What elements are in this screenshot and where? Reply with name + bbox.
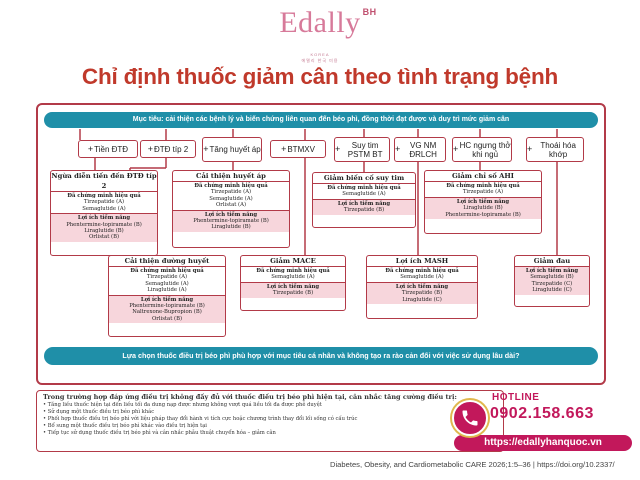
potential-section: Lợi ích tiềm năng Liraglutide (B) Phente… [425,196,541,220]
outcome-box-glucose: Cải thiện đường huyết Đã chứng minh hiệu… [108,255,226,337]
potential-section: Lợi ích tiềm năng Semaglutide (B) Tirzep… [515,267,589,295]
condition-sleep-apnea: +HC ngưng thở khi ngủ [452,137,512,162]
plus-icon: + [87,143,94,154]
plus-icon: + [147,143,154,154]
logo-subline: KOREA [310,52,330,57]
list-item: Tăng liều thuốc hiện tại đến liều tối đa… [43,402,497,409]
plus-icon: + [335,144,341,154]
outcome-title: Giảm MACE [241,256,345,267]
condition-prediabetes: +Tiền ĐTĐ [78,140,138,158]
goal-banner: Mục tiêu: cải thiện các bệnh lý và biến … [44,112,598,128]
proven-section: Đã chứng minh hiệu quả Semaglutide (A) [327,185,401,198]
hotline-number[interactable]: 0902.158.663 [490,405,594,422]
outcome-box-pain: Giảm đau Lợi ích tiềm năng Semaglutide (… [514,255,590,307]
outcome-title: Lợi ích MASH [367,256,477,267]
plus-icon: + [527,144,533,154]
note-title: Trong trường hợp đáp ứng điều trị không … [43,393,457,401]
condition-nafld: +VG NM ĐRLCH [394,137,446,162]
list-item: Phối hợp thuốc điều trị béo phì với liệu… [43,416,497,423]
outcome-box-mash: Lợi ích MASH Đã chứng minh hiệu quả Sema… [366,255,478,319]
website-link[interactable]: https://edallyhanquoc.vn [454,435,632,451]
condition-hypertension: +Tăng huyết áp [202,137,262,162]
proven-section: Đã chứng minh hiệu quả Tirzepatide (A) S… [194,183,268,209]
page-title: Chỉ định thuốc giảm cân theo tình trạng … [81,64,559,89]
potential-section: Lợi ích tiềm năng Phentermine-topiramate… [173,209,289,232]
list-item: Sử dụng một thuốc điều trị béo phì khác [43,409,497,416]
logo-subline-korean: 에델리 한국 미용 [301,58,339,63]
condition-heart-failure: +Suy tim PSTM BT [334,137,390,162]
diagram-frame [36,103,606,385]
outcome-title: Giảm biến cố suy tim [313,173,415,184]
proven-section: Đã chứng minh hiệu quả Tirzepatide (A) [446,183,520,196]
potential-section: Lợi ích tiềm năng Tirzepatide (B) [241,281,345,298]
potential-section: Lợi ích tiềm năng Tirzepatide (B) Liragl… [367,281,477,305]
proven-section: Đã chứng minh hiệu quả Tirzepatide (A) S… [67,193,141,212]
outcome-title: Cải thiện huyết áp [173,171,289,182]
outcome-box-blood-pressure: Cải thiện huyết áp Đã chứng minh hiệu qu… [172,170,290,248]
plus-icon: + [453,144,459,154]
potential-section: Lợi ích tiềm năng Tirzepatide (B) [313,198,415,215]
plus-icon: + [281,143,287,154]
hotline-banner[interactable]: https://edallyhanquoc.vn HOTLINE 0902.15… [448,388,634,458]
outcome-title: Giảm chỉ số AHI [425,171,541,182]
condition-osteoarthritis: +Thoái hóa khớp [526,137,584,162]
outcome-title: Ngừa diễn tiến đến ĐTĐ típ 2 [51,172,157,192]
outcome-title: Cải thiện đường huyết [109,256,225,267]
outcome-title: Giảm đau [515,256,589,267]
phone-icon[interactable] [452,400,488,436]
proven-section: Đã chứng minh hiệu quả Semaglutide (A) [385,268,459,281]
hotline-label: HOTLINE [492,392,540,403]
condition-t2d: +ĐTĐ típ 2 [140,140,196,158]
potential-section: Lợi ích tiềm năng Phentermine-topiramate… [109,294,225,324]
outcome-box-prevent-t2d: Ngừa diễn tiến đến ĐTĐ típ 2 Đã chứng mi… [50,170,158,256]
selection-banner: Lựa chọn thuốc điều trị béo phì phù hợp … [44,347,598,365]
proven-section: Đã chứng minh hiệu quả Tirzepatide (A) S… [130,268,204,294]
logo-superscript: BH [362,7,377,17]
plus-icon: + [395,144,401,154]
citation: Diabetes, Obesity, and Cardiometabolic C… [330,460,615,469]
potential-section: Lợi ích tiềm năng Phentermine-topiramate… [51,213,157,242]
phone-icon-glyph [462,410,478,426]
treatment-intensification-note: Trong trường hợp đáp ứng điều trị không … [36,390,504,452]
outcome-box-heart-failure: Giảm biến cố suy tim Đã chứng minh hiệu … [312,172,416,228]
note-list: Tăng liều thuốc hiện tại đến liều tối đa… [43,402,497,437]
list-item: Bổ sung một thuốc điều trị béo phì khác … [43,423,497,430]
outcome-box-mace: Giảm MACE Đã chứng minh hiệu quả Semaglu… [240,255,346,311]
outcome-box-ahi: Giảm chỉ số AHI Đã chứng minh hiệu quả T… [424,170,542,234]
plus-icon: + [203,144,209,154]
condition-ascvd: +BTMXV [270,140,326,158]
proven-section: Đã chứng minh hiệu quả Semaglutide (A) [256,268,330,281]
list-item: Tiếp tục sử dụng thuốc điều trị béo phì … [43,430,497,437]
